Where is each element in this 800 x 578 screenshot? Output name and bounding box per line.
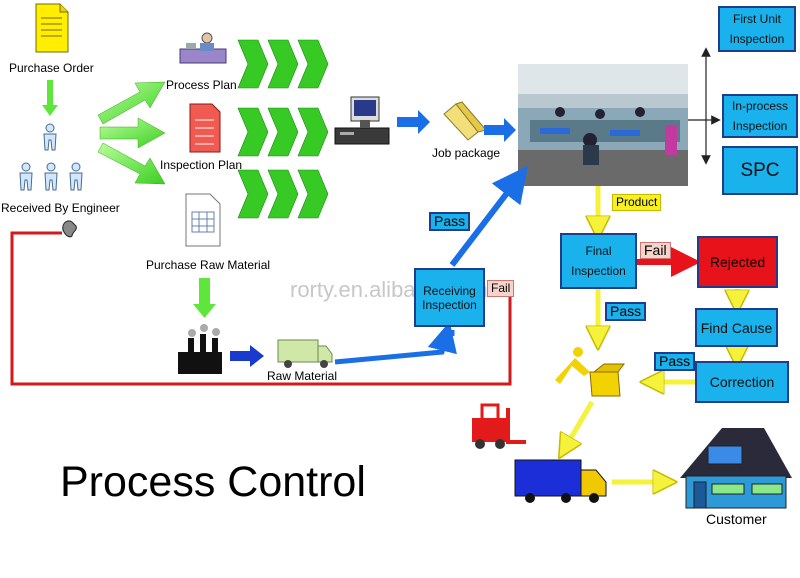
job-package-label: Job package [432, 146, 501, 160]
form-icon [185, 193, 221, 247]
fail-tag: Fail [487, 280, 515, 297]
green-arrow [42, 80, 58, 116]
blue-arrow [397, 110, 430, 134]
blue-arrow [230, 345, 264, 367]
spc-box: SPC [722, 146, 798, 195]
received-by-engineer-label: Received By Engineer [1, 201, 120, 215]
phone-icon [62, 220, 77, 238]
green-arrow [193, 278, 216, 318]
house-icon [680, 428, 792, 509]
people-icon [19, 162, 83, 191]
in-process-inspection-box: In-process Inspection [722, 94, 798, 138]
fail-tag: Fail [640, 242, 671, 259]
computer-icon [334, 96, 390, 145]
pass-tag: Pass [605, 302, 647, 321]
person-icon [43, 123, 57, 151]
process-plan-label: Process Plan [166, 78, 237, 92]
page-title: Process Control [60, 458, 366, 506]
first-unit-inspection-box: First Unit Inspection [718, 6, 796, 52]
delivery-truck-icon [514, 459, 607, 503]
desk-icon [179, 32, 227, 64]
final-inspection-box: Final Inspection [560, 233, 637, 289]
inspection-plan-label: Inspection Plan [160, 158, 243, 172]
purchase-raw-material-label: Purchase Raw Material [146, 258, 271, 272]
green-arrows [97, 81, 166, 185]
purchase-order-label: Purchase Order [9, 61, 94, 75]
red-document-icon [189, 103, 221, 153]
rejected-box: Rejected [697, 236, 778, 288]
pass-tag: Pass [654, 352, 696, 371]
pass-tag: Pass [429, 212, 471, 231]
receiving-inspection-box: Receiving Inspection [414, 268, 485, 327]
raw-material-label: Raw Material [267, 369, 338, 383]
product-tag: Product [612, 194, 662, 211]
folder-icon [443, 101, 487, 141]
forklift-icon [472, 403, 526, 449]
blue-arrow [484, 118, 516, 142]
find-cause-box: Find Cause [695, 308, 778, 347]
chevron-grid [237, 39, 329, 219]
truck-icon [277, 339, 333, 368]
customer-label: Customer [706, 511, 767, 527]
factory-icon [178, 324, 222, 374]
correction-box: Correction [695, 361, 789, 403]
red-feedback-line [10, 231, 512, 386]
factory-photo [518, 64, 688, 186]
document-icon [35, 3, 69, 53]
worker-box-icon [555, 347, 625, 397]
